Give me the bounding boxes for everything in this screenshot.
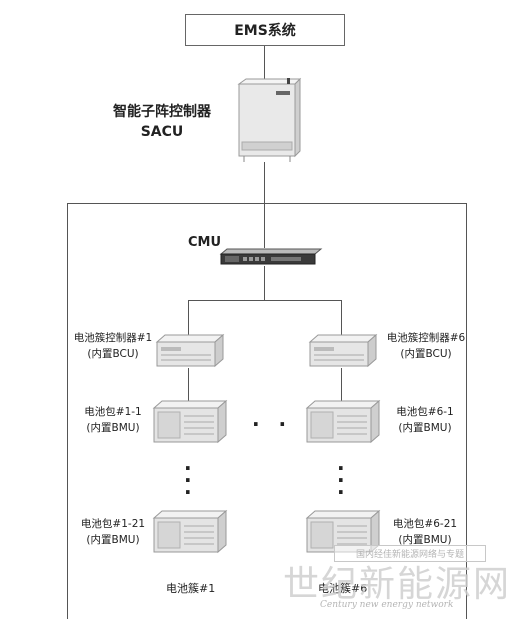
pack-top-right-line1: 电池包#6-1 [396, 406, 454, 418]
ellipsis-vertical-left: ··· [184, 456, 192, 504]
system-boundary-left [67, 203, 68, 619]
pack-bottom-left-line2: (内置BMU) [86, 534, 140, 546]
system-boundary-top [67, 203, 467, 204]
pack-bottom-left-label: 电池包#1-21 (内置BMU) [68, 516, 158, 548]
pack-bottom-left-line1: 电池包#1-21 [80, 518, 146, 530]
bcu-to-pack-right [341, 368, 342, 402]
bcu-chassis-icon [308, 333, 378, 368]
ems-to-sacu-line [264, 46, 265, 82]
cmu-label: CMU [188, 235, 222, 250]
bcu-left-line1: 电池簇控制器#1 [73, 332, 153, 344]
bus-to-bcu-right [341, 300, 342, 336]
cluster-right-label: 电池簇#6 [318, 582, 368, 595]
watermark-logo-text: 世纪新能源网 [283, 564, 512, 605]
sacu-label: 智能子阵控制器 SACU [92, 102, 232, 142]
pack-top-right-line2: (内置BMU) [398, 422, 452, 434]
pack-top-left-label: 电池包#1-1 (内置BMU) [68, 404, 158, 436]
battery-pack-icon [152, 509, 228, 554]
pack-top-left-line2: (内置BMU) [86, 422, 140, 434]
bcu-right-line2: (内置BCU) [400, 348, 452, 360]
battery-pack-icon [152, 399, 228, 444]
bcu-chassis-icon [155, 333, 225, 368]
pack-top-left-line1: 电池包#1-1 [84, 406, 142, 418]
watermark-banner: 国内经佳新能源网络与专题 [334, 545, 486, 562]
pack-top-right-label: 电池包#6-1 (内置BMU) [380, 404, 470, 436]
ellipsis-vertical-right: ··· [337, 456, 345, 504]
ellipsis-horizontal: · · · [252, 412, 319, 436]
sacu-label-line2: SACU [140, 124, 184, 140]
sacu-to-cmu-line [264, 162, 265, 248]
bcu-right-label: 电池簇控制器#6 (内置BCU) [376, 330, 476, 362]
cmu-to-bus-line [264, 266, 265, 300]
cluster-bus-line [188, 300, 342, 301]
system-boundary-right [466, 203, 467, 619]
bcu-to-pack-left [188, 368, 189, 402]
rack-switch-icon [219, 248, 323, 265]
sacu-label-line1: 智能子阵控制器 [113, 104, 211, 120]
ems-label: EMS系统 [234, 23, 296, 39]
bcu-right-line1: 电池簇控制器#6 [386, 332, 466, 344]
ems-system-box: EMS系统 [185, 14, 345, 46]
pack-bottom-right-label: 电池包#6-21 (内置BMU) [380, 516, 470, 548]
watermark-english: Century new energy network [320, 600, 454, 610]
pack-bottom-right-line1: 电池包#6-21 [392, 518, 458, 530]
pack-bottom-right-line2: (内置BMU) [398, 534, 452, 546]
battery-pack-icon [305, 399, 381, 444]
bcu-left-line2: (内置BCU) [87, 348, 139, 360]
controller-box-icon [237, 77, 302, 162]
bcu-left-label: 电池簇控制器#1 (内置BCU) [63, 330, 163, 362]
bus-to-bcu-left [188, 300, 189, 336]
cluster-left-label: 电池簇#1 [166, 582, 216, 595]
